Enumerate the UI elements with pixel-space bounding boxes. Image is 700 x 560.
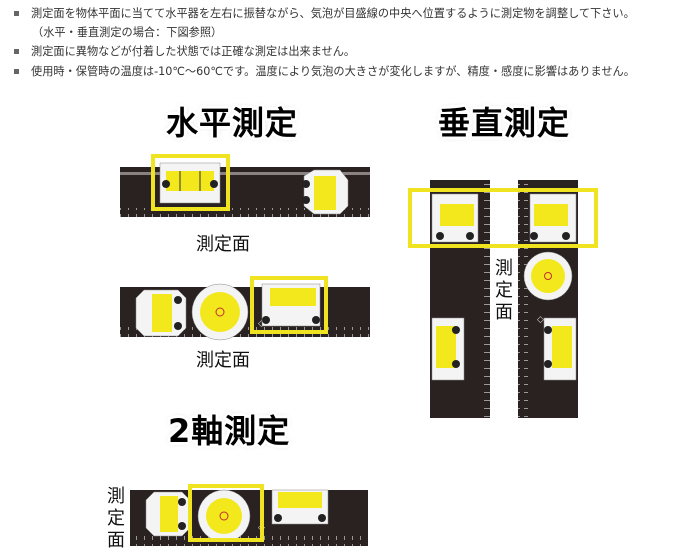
horizontal-title: 水平測定 bbox=[166, 104, 299, 142]
highlight-frame bbox=[151, 154, 230, 211]
svg-text:◇: ◇ bbox=[537, 315, 544, 325]
note-item: 使用時・保管時の温度は-10℃～60℃です。温度により気泡の大きさが変化しますが… bbox=[12, 62, 696, 82]
two-axis-level: ◇ bbox=[130, 484, 368, 546]
highlight-frame bbox=[408, 188, 598, 248]
vertical-level-b: ◇ bbox=[518, 180, 578, 418]
highlight-frame bbox=[250, 276, 328, 334]
surface-label: 測定面 bbox=[196, 350, 250, 371]
two-axis-title: 2軸測定 bbox=[168, 412, 291, 450]
note-subtext: （水平・垂直測定の場合：下図参照） bbox=[32, 26, 223, 39]
note-item: 測定面に異物などが付着した状態では正確な測定は出来ません。 bbox=[12, 42, 696, 62]
highlight-frame bbox=[188, 484, 264, 542]
bullet-icon bbox=[14, 11, 19, 16]
note-item: 測定面を物体平面に当てて水平器を左右に振替ながら、気泡が目盛線の中央へ位置するよ… bbox=[12, 4, 696, 24]
horizontal-level-2: ◇ bbox=[120, 276, 370, 341]
note-text: 測定面に異物などが付着した状態では正確な測定は出来ません。 bbox=[31, 45, 356, 58]
bullet-icon bbox=[14, 69, 19, 74]
surface-label: 測定面 bbox=[196, 234, 250, 255]
vertical-title: 垂直測定 bbox=[438, 104, 571, 142]
surface-label-vertical: 測定面 bbox=[495, 258, 513, 323]
svg-text:◇: ◇ bbox=[258, 319, 265, 329]
vertical-level-a bbox=[430, 180, 490, 418]
vertical-vial bbox=[314, 176, 336, 210]
surface-label-vertical: 測定面 bbox=[107, 486, 125, 551]
note-text: 使用時・保管時の温度は-10℃～60℃です。温度により気泡の大きさが変化しますが… bbox=[31, 65, 635, 78]
horizontal-vial bbox=[166, 171, 214, 191]
notes-list: 測定面を物体平面に当てて水平器を左右に振替ながら、気泡が目盛線の中央へ位置するよ… bbox=[12, 4, 696, 82]
note-text: 測定面を物体平面に当てて水平器を左右に振替ながら、気泡が目盛線の中央へ位置するよ… bbox=[31, 7, 635, 20]
bullet-icon bbox=[14, 49, 19, 54]
horizontal-level-1 bbox=[120, 154, 370, 217]
